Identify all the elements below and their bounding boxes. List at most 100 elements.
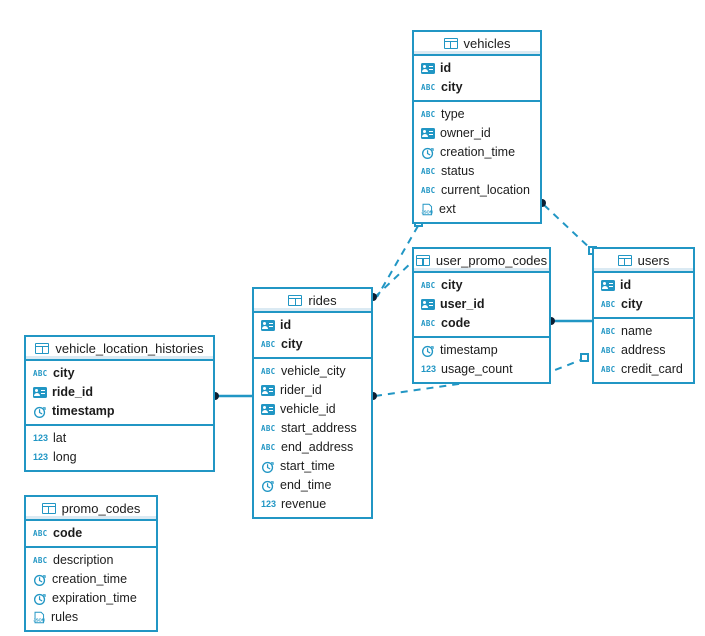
id-card-icon: [421, 128, 435, 139]
abc-icon: ABC: [601, 326, 616, 336]
field-row[interactable]: ABC city: [594, 295, 693, 314]
field-row[interactable]: ABC vehicle_city: [254, 362, 371, 381]
abc-icon: ABC: [33, 368, 48, 378]
endpoint-dot-vlh-right: [211, 392, 219, 400]
field-row[interactable]: ABC status: [414, 162, 540, 181]
clock-icon: [34, 593, 46, 605]
table-promo-codes[interactable]: promo_codes ABC code ABC description cre…: [24, 495, 158, 632]
abc-icon: ABC: [601, 364, 616, 374]
id-card-icon: [601, 280, 615, 291]
field-row[interactable]: id: [594, 276, 693, 295]
field-label: id: [280, 318, 292, 333]
field-row[interactable]: user_id: [414, 295, 549, 314]
abc-icon: ABC: [261, 442, 276, 452]
table-title: users: [637, 252, 670, 268]
field-row[interactable]: ABC code: [26, 524, 156, 543]
field-row[interactable]: ABC city: [414, 276, 549, 295]
field-row[interactable]: ABC credit_card: [594, 360, 693, 379]
field-row[interactable]: vehicle_id: [254, 400, 371, 419]
abc-icon: ABC: [421, 280, 436, 290]
field-row[interactable]: end_time: [254, 476, 371, 495]
json-icon: JSON: [33, 611, 45, 624]
field-row[interactable]: timestamp: [26, 402, 213, 421]
column-section: ABC description creation_time expiration…: [26, 548, 156, 630]
id-card-icon: [261, 385, 275, 396]
table-icon: [617, 254, 632, 266]
field-row[interactable]: JSON ext: [414, 200, 540, 219]
field-row[interactable]: ABC description: [26, 551, 156, 570]
abc-icon: ABC: [421, 185, 436, 195]
field-row[interactable]: id: [254, 316, 371, 335]
field-row[interactable]: creation_time: [414, 143, 540, 162]
table-header-promo-codes: promo_codes: [26, 497, 156, 521]
field-label: ride_id: [52, 385, 93, 400]
table-users[interactable]: users id ABC city ABC name ABC address A…: [592, 247, 695, 384]
number-icon: 123: [421, 364, 437, 374]
field-row[interactable]: ride_id: [26, 383, 213, 402]
field-row[interactable]: ABC type: [414, 105, 540, 124]
table-icon: [443, 37, 458, 49]
abc-icon: ABC: [601, 345, 616, 355]
field-label: code: [53, 526, 83, 541]
field-row[interactable]: owner_id: [414, 124, 540, 143]
table-vehicle-location-histories[interactable]: vehicle_location_histories ABC city ride…: [24, 335, 215, 472]
field-row[interactable]: JSON rules: [26, 608, 156, 627]
field-row[interactable]: ABC end_address: [254, 438, 371, 457]
field-row[interactable]: id: [414, 59, 540, 78]
column-section: timestamp 123 usage_count: [414, 338, 549, 382]
primary-key-section: ABC city ride_id timestamp: [26, 361, 213, 426]
field-row[interactable]: ABC address: [594, 341, 693, 360]
field-row[interactable]: 123 lat: [26, 429, 213, 448]
field-label: rider_id: [280, 383, 322, 398]
field-row[interactable]: ABC name: [594, 322, 693, 341]
column-section: 123 lat 123 long: [26, 426, 213, 470]
table-icon: [288, 294, 303, 306]
field-row[interactable]: expiration_time: [26, 589, 156, 608]
endpoint-dot-upc-right: [547, 317, 555, 325]
field-row[interactable]: ABC city: [26, 364, 213, 383]
number-icon: 123: [33, 433, 49, 443]
field-row[interactable]: creation_time: [26, 570, 156, 589]
table-title: vehicles: [463, 35, 511, 51]
table-rides[interactable]: rides id ABC city ABC vehicle_city rider…: [252, 287, 373, 519]
field-row[interactable]: ABC current_location: [414, 181, 540, 200]
table-header-users: users: [594, 249, 693, 273]
table-vehicles[interactable]: vehicles id ABC city ABC type owner_id: [412, 30, 542, 224]
field-label: creation_time: [52, 572, 128, 587]
field-label: city: [281, 337, 303, 352]
abc-icon: ABC: [33, 555, 48, 565]
field-label: city: [621, 297, 643, 312]
field-row[interactable]: ABC city: [254, 335, 371, 354]
table-icon: [41, 502, 56, 514]
abc-icon: ABC: [421, 82, 436, 92]
endpoint-dot-rides-bottom: [369, 392, 377, 400]
abc-icon: ABC: [421, 109, 436, 119]
id-card-icon: [421, 299, 435, 310]
field-label: current_location: [441, 183, 530, 198]
field-row[interactable]: rider_id: [254, 381, 371, 400]
clock-icon: [262, 461, 274, 473]
field-row[interactable]: timestamp: [414, 341, 549, 360]
field-row[interactable]: ABC code: [414, 314, 549, 333]
field-label: name: [621, 324, 653, 339]
field-row[interactable]: start_time: [254, 457, 371, 476]
field-row[interactable]: 123 revenue: [254, 495, 371, 514]
link-vehicles-users: [543, 204, 593, 251]
field-row[interactable]: ABC start_address: [254, 419, 371, 438]
primary-key-section: id ABC city: [594, 273, 693, 319]
clock-icon: [422, 147, 434, 159]
field-label: city: [441, 278, 463, 293]
field-row[interactable]: ABC city: [414, 78, 540, 97]
field-label: usage_count: [441, 362, 513, 377]
table-header-vehicle-location-histories: vehicle_location_histories: [26, 337, 213, 361]
field-row[interactable]: 123 long: [26, 448, 213, 467]
column-section: ABC name ABC address ABC credit_card: [594, 319, 693, 382]
clock-icon: [262, 480, 274, 492]
table-user-promo-codes[interactable]: user_promo_codes ABC city user_id ABC co…: [412, 247, 551, 384]
abc-icon: ABC: [601, 299, 616, 309]
table-title: user_promo_codes: [435, 252, 548, 268]
field-label: long: [53, 450, 77, 465]
endpoint-dot-rides-top: [369, 293, 377, 301]
field-row[interactable]: 123 usage_count: [414, 360, 549, 379]
id-card-icon: [261, 404, 275, 415]
